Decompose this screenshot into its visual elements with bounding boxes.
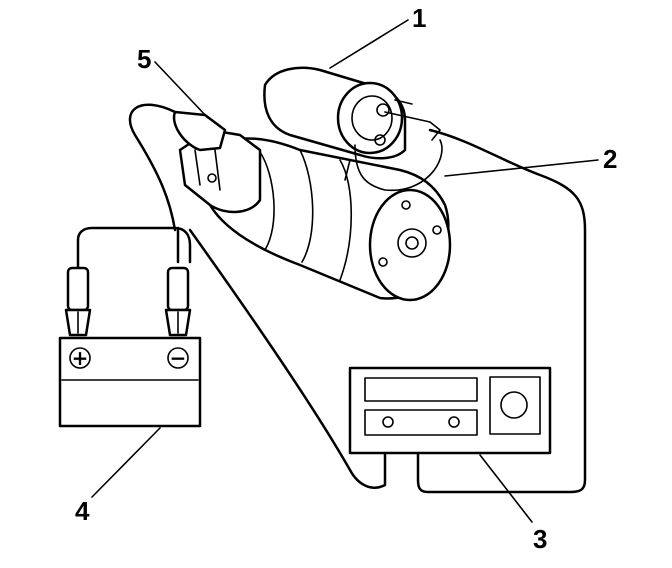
callout-5: 5 [137, 44, 151, 74]
tester-lead-cable [416, 128, 587, 494]
tester-jack-panel [364, 409, 478, 436]
negative-terminal-icon [167, 347, 189, 369]
battery-cables [76, 226, 192, 272]
tester-knob [500, 391, 528, 419]
callout-3: 3 [533, 524, 547, 554]
tester-unit [348, 366, 552, 455]
tester-jack-right [448, 416, 460, 428]
positive-symbol: + [72, 346, 89, 370]
starter-motor [172, 66, 452, 302]
tester-meter-window [489, 376, 541, 435]
tester-display [364, 377, 478, 402]
tester-jack-left [382, 416, 394, 428]
negative-symbol: − [170, 346, 187, 370]
callout-4: 4 [75, 496, 90, 526]
callout-1: 1 [412, 3, 426, 33]
positive-clamp [64, 266, 92, 337]
positive-terminal-icon [69, 347, 91, 369]
battery: + − [58, 336, 202, 428]
ground-cable [128, 103, 387, 489]
leader-lines [91, 19, 599, 523]
negative-clamp [164, 266, 192, 337]
callout-2: 2 [603, 144, 617, 174]
